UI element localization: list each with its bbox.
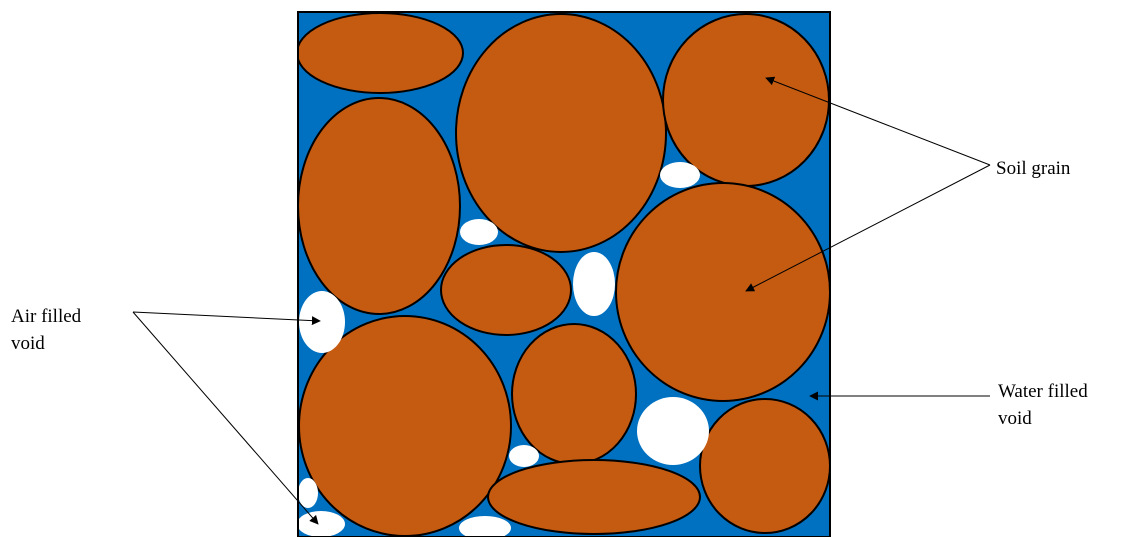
soil-grain	[700, 399, 830, 533]
air-void	[298, 478, 318, 508]
air-void-arrow	[133, 312, 318, 524]
air-void-arrow	[133, 312, 320, 321]
air-void	[637, 397, 709, 465]
soil-grain	[456, 14, 666, 252]
air-void-label: Air filled void	[11, 303, 81, 357]
air-void	[297, 511, 345, 537]
water-void-label: Water filled void	[998, 378, 1088, 432]
soil-grain-label-text: Soil grain	[996, 158, 1070, 179]
air-void-label-line1: Air filled	[11, 303, 81, 330]
air-void-label-line2: void	[11, 330, 81, 357]
water-void-label-line2: void	[998, 405, 1088, 432]
air-void	[460, 219, 498, 245]
soil-grain	[298, 98, 460, 314]
air-void	[299, 291, 345, 353]
air-void	[573, 252, 615, 316]
soil-grain	[512, 324, 636, 464]
soil-grain-label: Soil grain	[996, 155, 1070, 182]
soil-grain	[297, 13, 463, 93]
soil-grain	[616, 183, 830, 401]
soil-grain	[441, 245, 571, 335]
soil-grain	[663, 14, 829, 186]
air-void	[660, 162, 700, 188]
water-void-label-line1: Water filled	[998, 378, 1088, 405]
soil-grain	[488, 460, 700, 534]
air-void	[509, 445, 539, 467]
soil-grains	[297, 13, 830, 536]
